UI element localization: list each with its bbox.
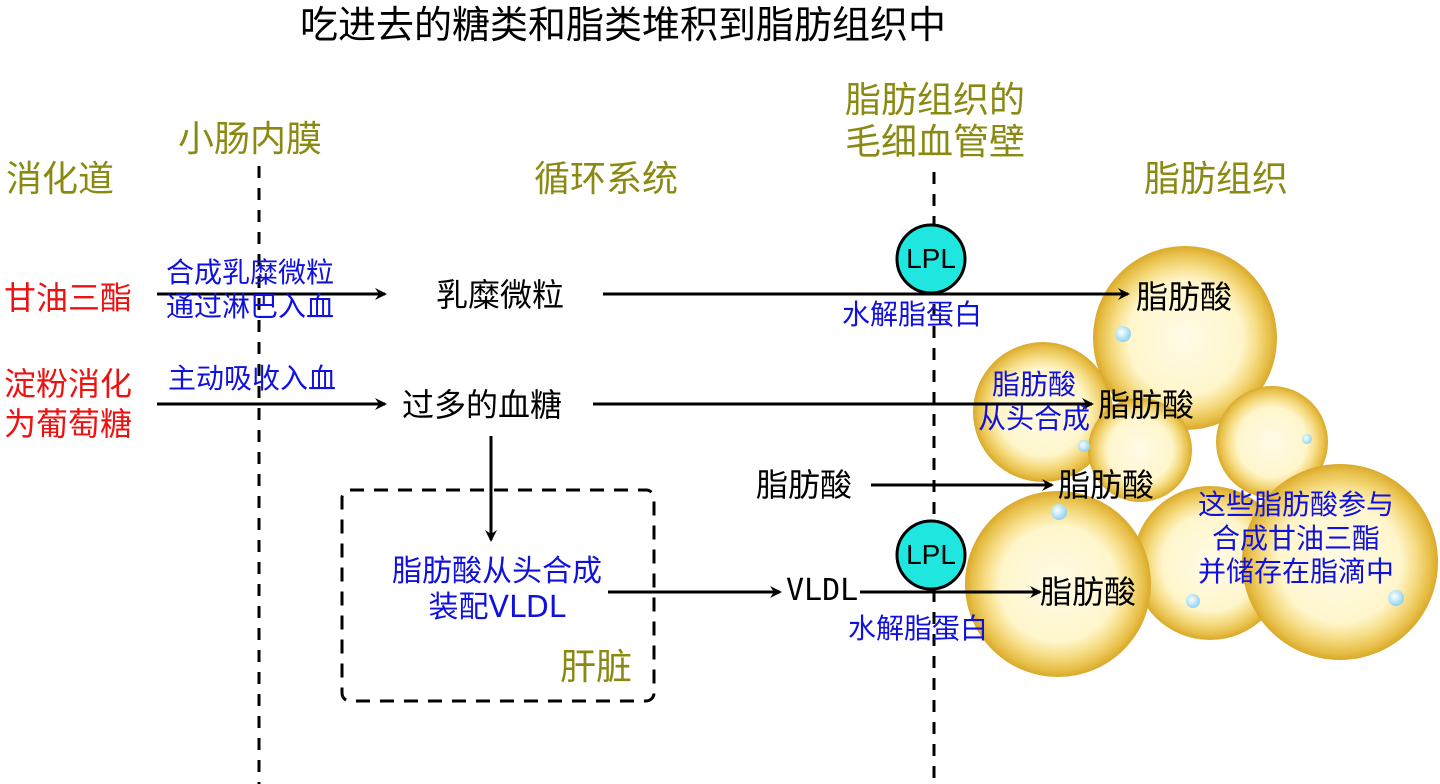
fat-cell	[1242, 464, 1438, 660]
fat-cell	[1093, 246, 1277, 430]
lipid-droplet	[1051, 504, 1067, 520]
capillary-wall-line2: 毛细血管壁	[844, 122, 1025, 164]
target-fatty-acid-1: 脂肪酸	[1136, 278, 1233, 316]
lipid-droplet	[1388, 590, 1404, 606]
lipid-droplet	[1078, 440, 1090, 452]
label-active-absorption: 主动吸收入血	[168, 362, 337, 395]
region-adipose-tissue: 脂肪组织	[1144, 159, 1289, 200]
fat-cell	[1216, 386, 1328, 498]
storage-line3: 并储存在脂滴中	[1197, 555, 1394, 589]
starch-line2: 为葡萄糖	[4, 405, 133, 443]
liver-box	[340, 488, 656, 703]
target-fatty-acid-4: 脂肪酸	[1040, 573, 1137, 611]
region-intestinal-mucosa: 小肠内膜	[178, 119, 323, 160]
page-title: 吃进去的糖类和脂类堆积到脂肪组织中	[300, 3, 947, 47]
label-liver-synthesis: 脂肪酸从头合成 装配VLDL	[362, 554, 632, 626]
label-denovo-adipose: 脂肪酸 从头合成	[964, 368, 1104, 435]
lpl-circle-top	[895, 223, 967, 295]
lipid-droplet	[1186, 594, 1200, 608]
fat-cell	[1133, 486, 1287, 640]
node-free-fatty-acid: 脂肪酸	[756, 466, 853, 504]
lpl-label-bottom: LPL	[906, 539, 956, 570]
target-fatty-acid-3: 脂肪酸	[1058, 466, 1155, 504]
denovo-adipose-line1: 脂肪酸	[991, 368, 1076, 401]
region-circulation: 循环系统	[534, 159, 679, 200]
denovo-adipose-line2: 从头合成	[977, 401, 1090, 435]
label-hydrolysis-bottom: 水解脂蛋白	[848, 612, 989, 645]
liver-synthesis-line2: 装配VLDL	[428, 590, 566, 625]
label-storage: 这些脂肪酸参与 合成甘油三酯 并储存在脂滴中	[1180, 488, 1412, 589]
region-digestive-tract: 消化道	[6, 159, 115, 200]
chylomicron-line2: 通过淋巴入血	[166, 289, 335, 323]
source-triglyceride: 甘油三酯	[4, 279, 133, 317]
node-chylomicron: 乳糜微粒	[436, 276, 565, 314]
lpl-label-top: LPL	[906, 243, 956, 274]
node-excess-glucose: 过多的血糖	[402, 386, 563, 424]
region-liver: 肝脏	[560, 647, 633, 688]
chylomicron-line1: 合成乳糜微粒	[166, 256, 335, 289]
lpl-circle-bottom	[895, 519, 967, 591]
source-starch: 淀粉消化 为葡萄糖	[4, 364, 132, 444]
label-hydrolysis-top: 水解脂蛋白	[842, 298, 983, 331]
fat-cell	[973, 342, 1113, 482]
node-vldl: VLDL	[786, 573, 859, 608]
adipose-cells	[965, 246, 1438, 677]
target-fatty-acid-2: 脂肪酸	[1098, 386, 1195, 424]
lipid-droplet	[1302, 434, 1312, 444]
fat-cell	[1088, 398, 1192, 502]
capillary-wall-line1: 脂肪组织的	[844, 80, 1025, 121]
storage-line1: 这些脂肪酸参与	[1197, 488, 1394, 521]
starch-line1: 淀粉消化	[4, 365, 133, 403]
storage-line2: 合成甘油三酯	[1211, 521, 1380, 555]
region-capillary-wall: 脂肪组织的 毛细血管壁	[830, 80, 1040, 165]
liver-synthesis-line1: 脂肪酸从头合成	[392, 554, 602, 589]
label-chylomicron-synthesis: 合成乳糜微粒 通过淋巴入血	[166, 256, 334, 323]
fat-cell	[965, 491, 1151, 677]
lipid-droplet	[1115, 326, 1131, 342]
